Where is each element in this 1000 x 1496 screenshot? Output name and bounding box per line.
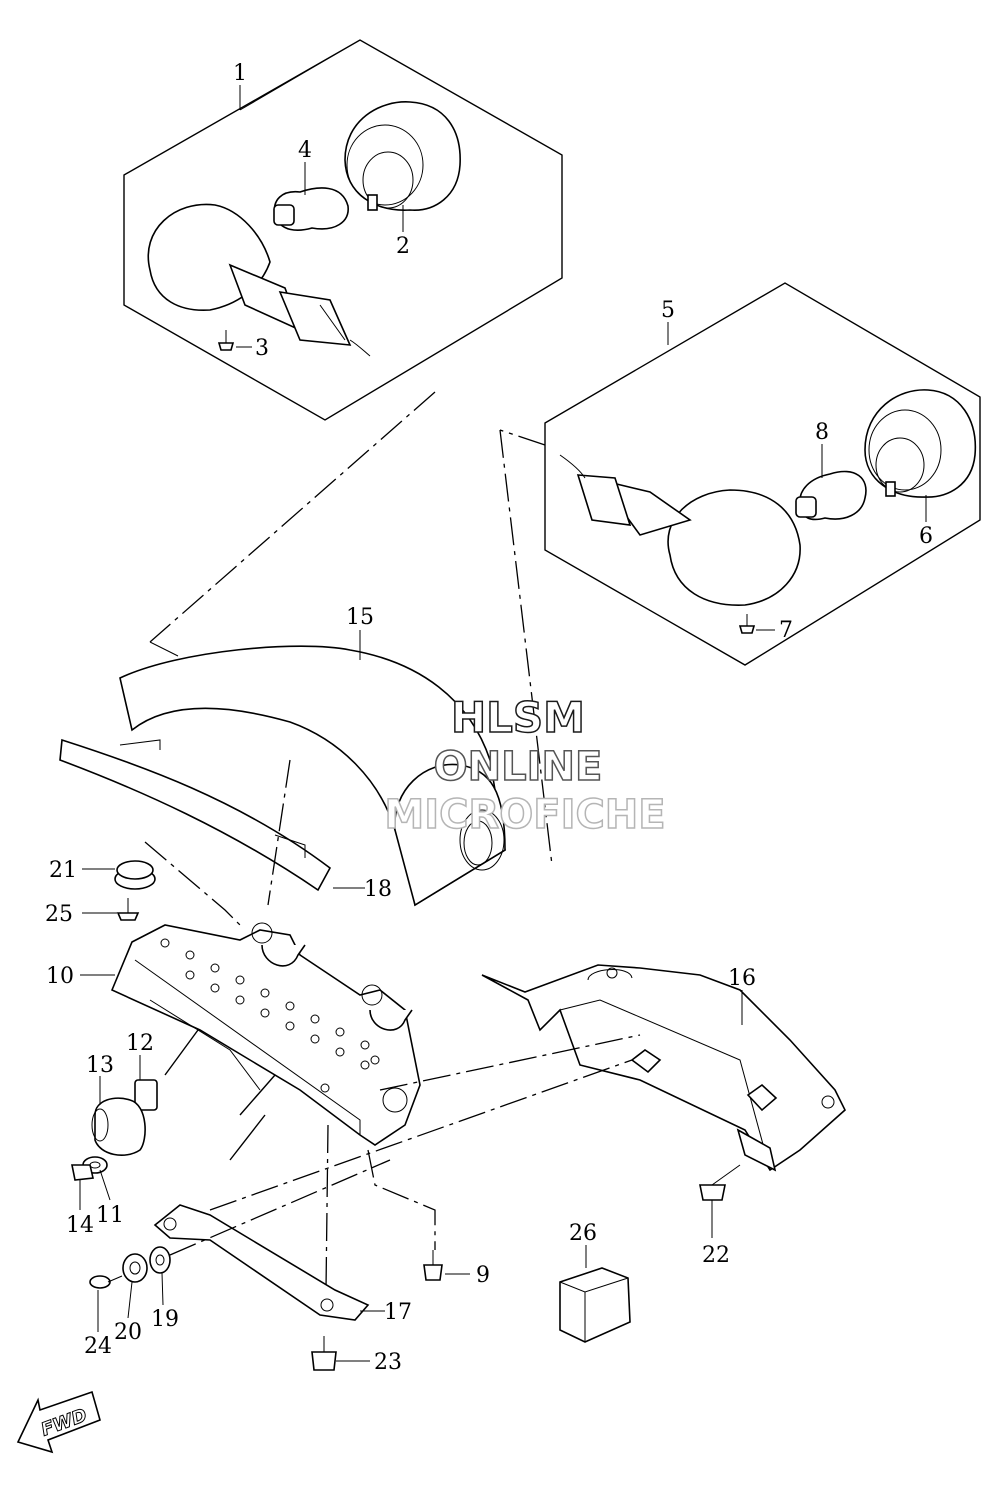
callout-11: 11	[96, 1203, 124, 1228]
callout-9: 9	[476, 1263, 490, 1288]
callout-8: 8	[815, 420, 829, 445]
turn-signal-rear-right-group	[544, 282, 981, 666]
callout-22: 22	[702, 1243, 730, 1268]
callout-13: 13	[86, 1053, 114, 1078]
callout-12: 12	[126, 1031, 154, 1056]
watermark: HLSM ONLINE MICROFICHE	[384, 692, 667, 839]
callout-2: 2	[396, 234, 410, 259]
callout-6: 6	[919, 524, 933, 549]
callout-7: 7	[779, 618, 793, 643]
callout-5: 5	[661, 298, 675, 323]
callout-24: 24	[84, 1334, 112, 1359]
brace-17-group	[89, 1164, 741, 1371]
callout-23: 23	[374, 1350, 402, 1375]
callout-1: 1	[233, 61, 247, 86]
callout-4: 4	[298, 138, 312, 163]
callout-26: 26	[569, 1221, 597, 1246]
relay-26-group	[559, 1267, 631, 1343]
callout-18: 18	[364, 877, 392, 902]
fwd-arrow: FWD	[16, 1390, 101, 1454]
callout-20: 20	[114, 1320, 142, 1345]
watermark-line-2: ONLINE	[434, 744, 603, 790]
callout-17: 17	[384, 1300, 412, 1325]
callout-21: 21	[49, 858, 77, 883]
callout-19: 19	[151, 1307, 179, 1332]
callout-3: 3	[255, 336, 269, 361]
small-parts-left-group	[71, 860, 158, 1181]
license-bracket-group	[110, 922, 421, 1161]
leader-lines	[79, 39, 927, 1362]
turn-signal-front-left-group	[123, 39, 563, 421]
watermark-line-3: MICROFICHE	[384, 792, 665, 838]
callout-10: 10	[46, 964, 74, 989]
watermark-line-1: HLSM	[451, 693, 585, 742]
callout-16: 16	[728, 966, 756, 991]
bracket-16-group	[481, 964, 846, 1172]
callout-14: 14	[66, 1213, 94, 1238]
callout-15: 15	[346, 605, 374, 630]
callout-labels: 1 2 3 4 5 6 7 8 9 10 11 12 13 14 15 16 1…	[45, 61, 933, 1375]
rear-cover-group	[59, 645, 506, 907]
callout-25: 25	[45, 902, 73, 927]
